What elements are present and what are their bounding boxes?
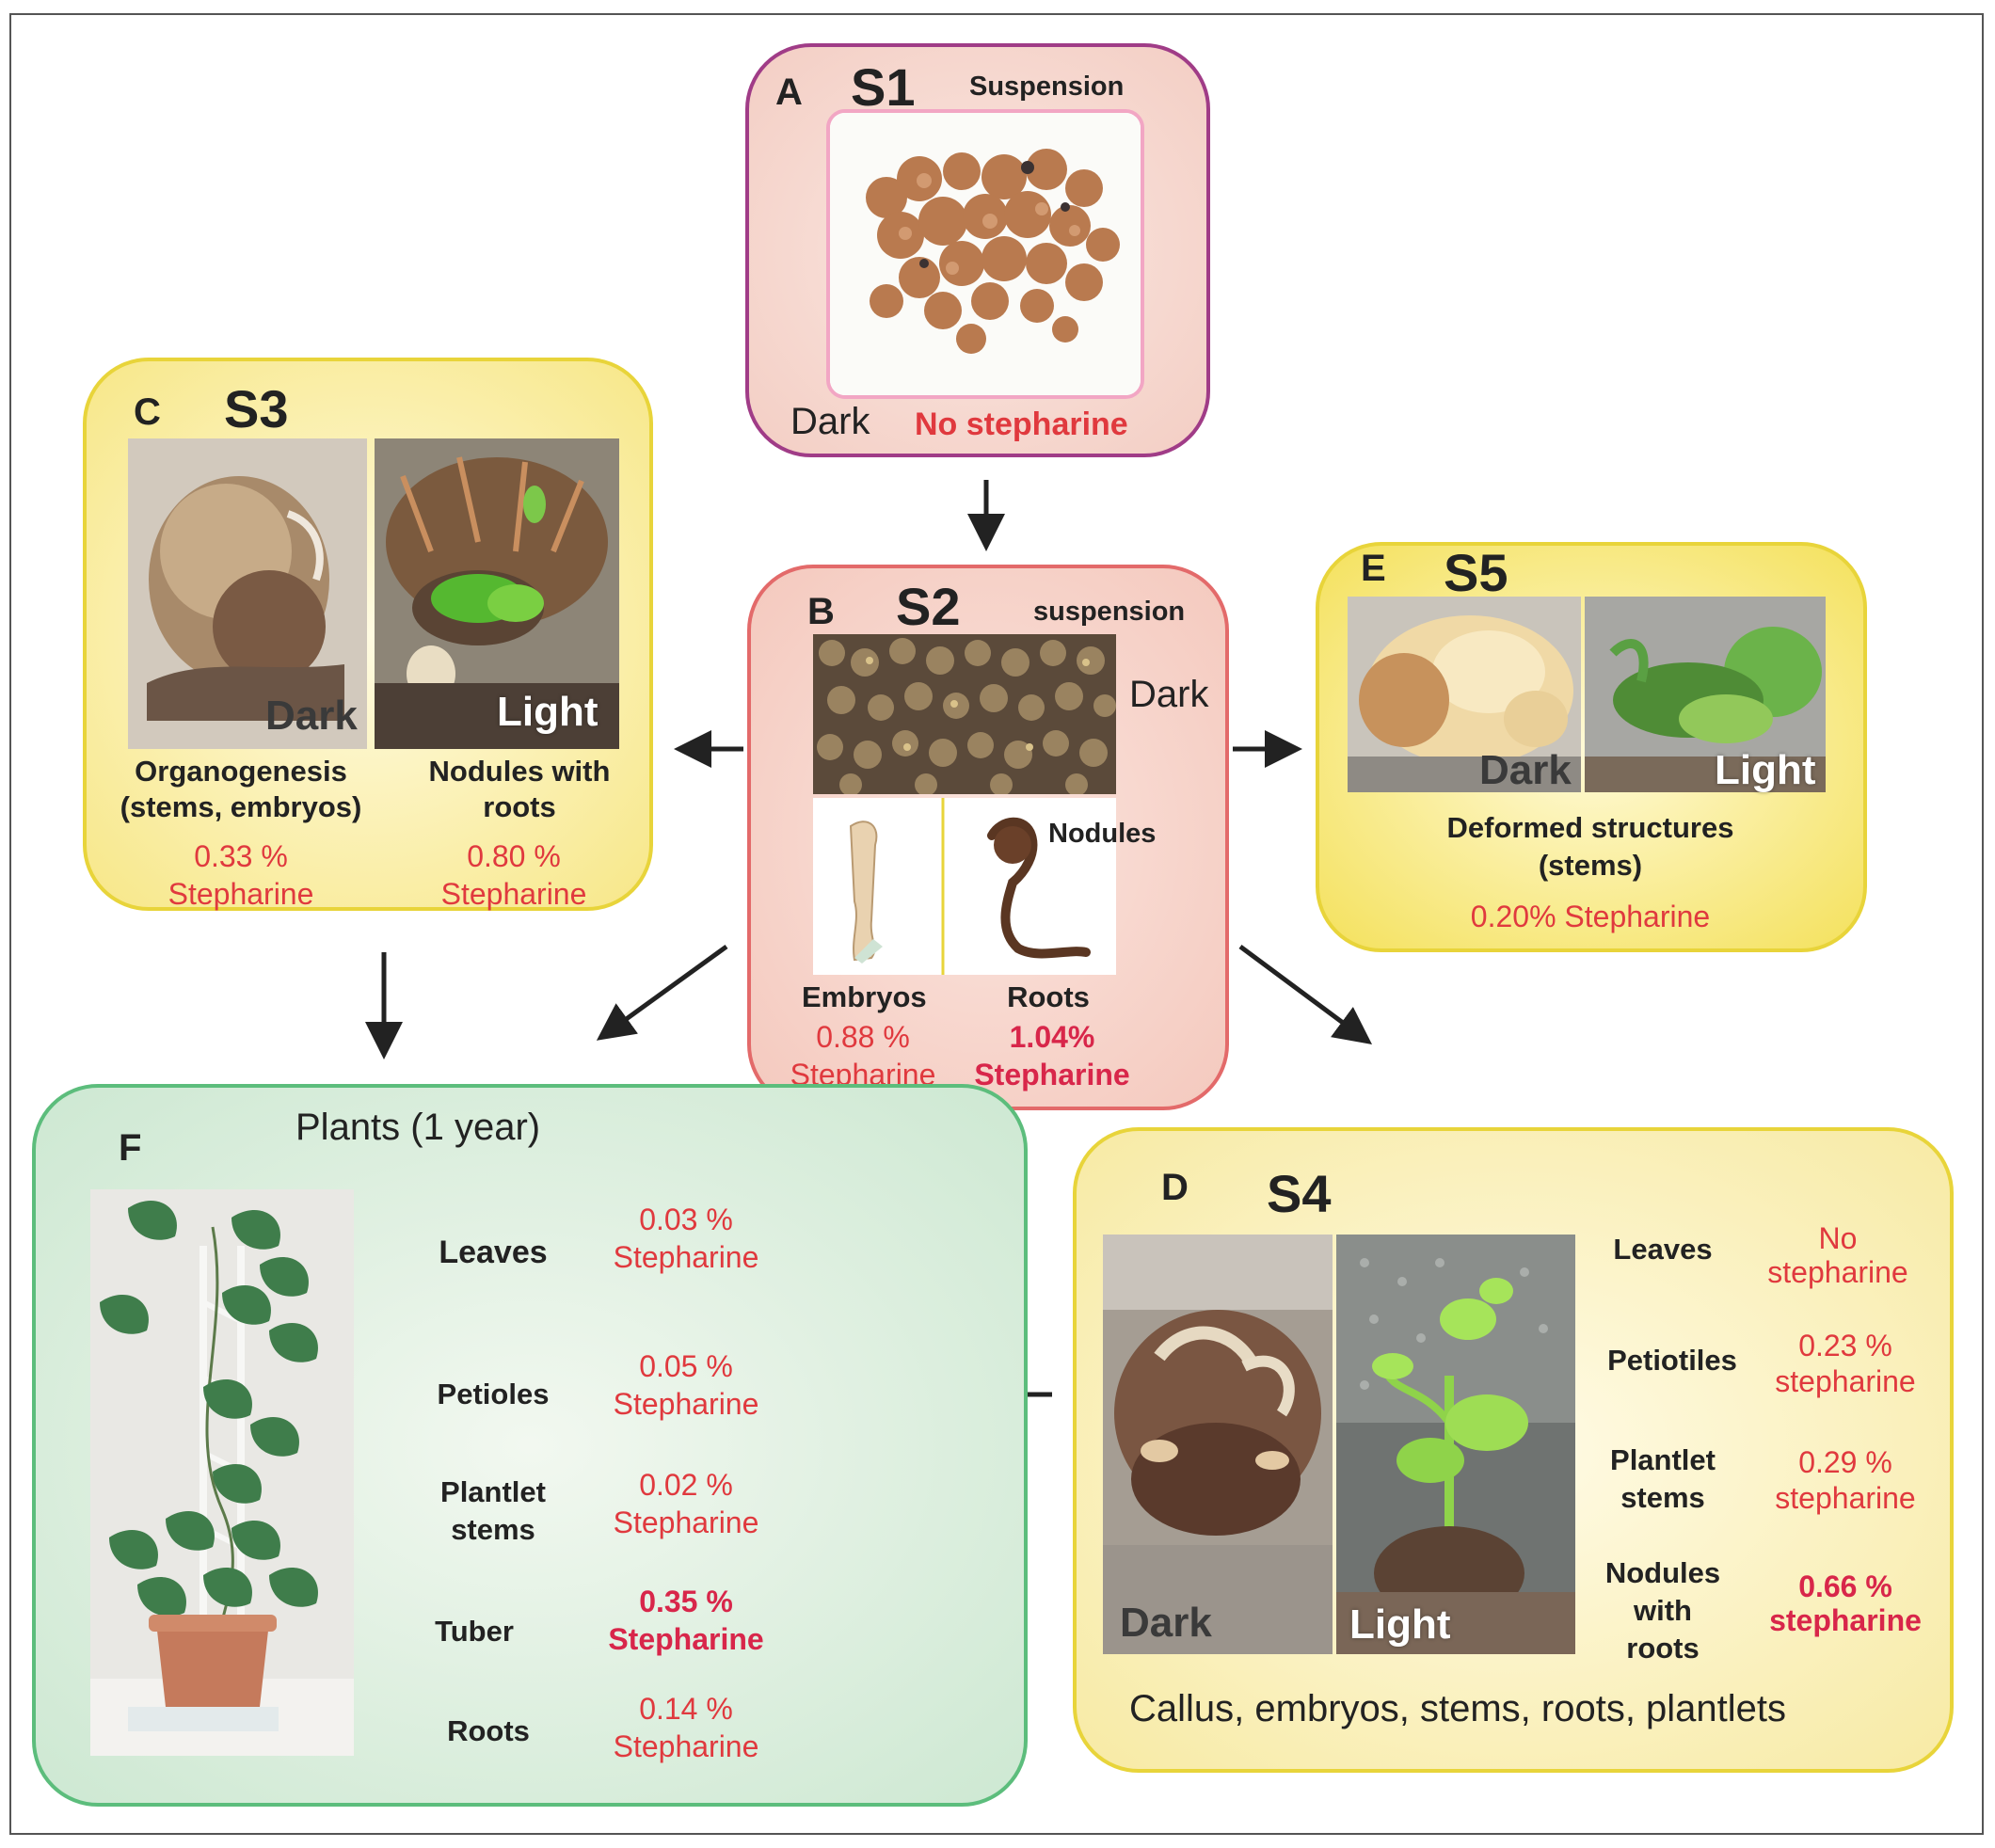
nodules-desc-1: Nodules with: [428, 755, 611, 788]
panel-letter: C: [134, 391, 161, 433]
organogenesis-stepharine-unit: Stepharine: [168, 877, 314, 911]
roots-stepharine-unit: Stepharine: [974, 1058, 1130, 1091]
nodules-stepharine-unit: Stepharine: [440, 877, 587, 911]
f-roots-value-1: 0.14 %: [639, 1692, 733, 1726]
light-overlay-label: Light: [497, 689, 598, 735]
s4-nodules-label-1: Nodules: [1604, 1556, 1721, 1589]
f-plantlet-label-1: Plantlet: [440, 1475, 546, 1508]
s4-plantlet-value-2: stepharine: [1775, 1481, 1916, 1515]
light-overlay-label: Light: [1349, 1601, 1451, 1648]
dark-overlay-label: Dark: [265, 693, 358, 739]
s4-leaves-value-2: stepharine: [1767, 1255, 1908, 1289]
f-roots-label: Roots: [447, 1714, 530, 1747]
s4-nodules-value-1: 0.66 %: [1798, 1569, 1892, 1603]
s4-leaves-value-1: No: [1818, 1221, 1858, 1255]
s4-petiotiles-label: Petiotiles: [1607, 1344, 1737, 1377]
potted-plant-photo: [90, 1189, 354, 1756]
s4-footer: Callus, embryos, stems, roots, plantlets: [1129, 1688, 1787, 1729]
s4-plantlet-label-1: Plantlet: [1610, 1443, 1716, 1476]
suspension-aggregates-photo: [813, 634, 1116, 794]
condition-label: Dark: [1129, 674, 1209, 715]
dark-overlay-label: Dark: [1120, 1600, 1212, 1646]
callus-suspension-photo: [826, 109, 1144, 399]
f-plantlet-value-1: 0.02 %: [639, 1468, 733, 1502]
dark-overlay-label: Dark: [1479, 747, 1572, 793]
nodules-label: Nodules: [1048, 819, 1157, 849]
condition-label: Dark: [790, 401, 870, 442]
f-leaves-value-1: 0.03 %: [639, 1203, 733, 1236]
nodules-desc-2: roots: [483, 790, 556, 823]
deformed-light-photo: [1585, 597, 1826, 792]
deformed-desc-2: (stems): [1538, 849, 1643, 882]
deformed-dark-photo: [1348, 597, 1581, 792]
f-petioles-value-2: Stepharine: [613, 1387, 759, 1421]
embryos-roots-photo: [813, 798, 1116, 975]
s4-petiotiles-value-2: stepharine: [1775, 1364, 1916, 1398]
embryos-stepharine-value: 0.88 %: [816, 1020, 910, 1054]
s4-plantlet-label-2: stems: [1620, 1481, 1705, 1514]
organogenesis-dark-photo: [128, 438, 367, 749]
figure-frame: [9, 13, 1984, 1835]
culture-type: suspension: [1033, 597, 1186, 627]
s4-nodules-value-2: stepharine: [1769, 1603, 1922, 1637]
s4-dark-photo: [1103, 1235, 1333, 1654]
deformed-stepharine-value: 0.20% Stepharine: [1470, 900, 1711, 933]
panel-letter: B: [807, 591, 835, 632]
organogenesis-stepharine-value: 0.33 %: [194, 839, 288, 873]
light-overlay-label: Light: [1715, 747, 1816, 793]
f-plantlet-label-2: stems: [451, 1513, 535, 1546]
stage-label: S5: [1444, 543, 1508, 602]
panel-letter: F: [119, 1127, 142, 1169]
panel-letter: D: [1161, 1167, 1189, 1208]
f-leaves-value-2: Stepharine: [613, 1240, 759, 1274]
panel-letter: A: [775, 72, 803, 113]
stage-label: S2: [896, 577, 961, 636]
panel-letter: E: [1361, 548, 1386, 589]
nodules-stepharine-value: 0.80 %: [467, 839, 561, 873]
embryos-label: Embryos: [802, 980, 927, 1013]
f-tuber-label: Tuber: [435, 1615, 514, 1648]
roots-label: Roots: [1007, 980, 1090, 1013]
organogenesis-desc-1: Organogenesis: [135, 755, 347, 788]
deformed-desc-1: Deformed structures: [1446, 811, 1734, 844]
roots-stepharine-value: 1.04%: [1009, 1020, 1095, 1054]
stage-label: S4: [1267, 1164, 1332, 1223]
s4-plantlet-value-1: 0.29 %: [1798, 1445, 1892, 1479]
f-roots-value-2: Stepharine: [613, 1729, 759, 1763]
plants-title: Plants (1 year): [295, 1107, 541, 1148]
f-petioles-label: Petioles: [437, 1378, 550, 1410]
content-value: No stepharine: [915, 406, 1128, 442]
f-leaves-label: Leaves: [439, 1235, 548, 1270]
s4-leaves-label: Leaves: [1613, 1233, 1713, 1266]
s4-light-photo: [1336, 1235, 1575, 1654]
s4-nodules-label-3: roots: [1626, 1632, 1700, 1665]
f-tuber-value-2: Stepharine: [608, 1622, 764, 1656]
stage-label: S3: [224, 379, 289, 438]
culture-type: Suspension: [969, 72, 1125, 102]
f-plantlet-value-2: Stepharine: [613, 1505, 759, 1539]
f-tuber-value-1: 0.35 %: [639, 1585, 733, 1618]
s4-nodules-label-2: with: [1634, 1594, 1692, 1627]
nodules-light-photo: [375, 438, 619, 749]
s4-petiotiles-value-1: 0.23 %: [1798, 1329, 1892, 1362]
f-petioles-value-1: 0.05 %: [639, 1349, 733, 1383]
stage-label: S1: [851, 57, 916, 117]
organogenesis-desc-2: (stems, embryos): [120, 790, 362, 823]
